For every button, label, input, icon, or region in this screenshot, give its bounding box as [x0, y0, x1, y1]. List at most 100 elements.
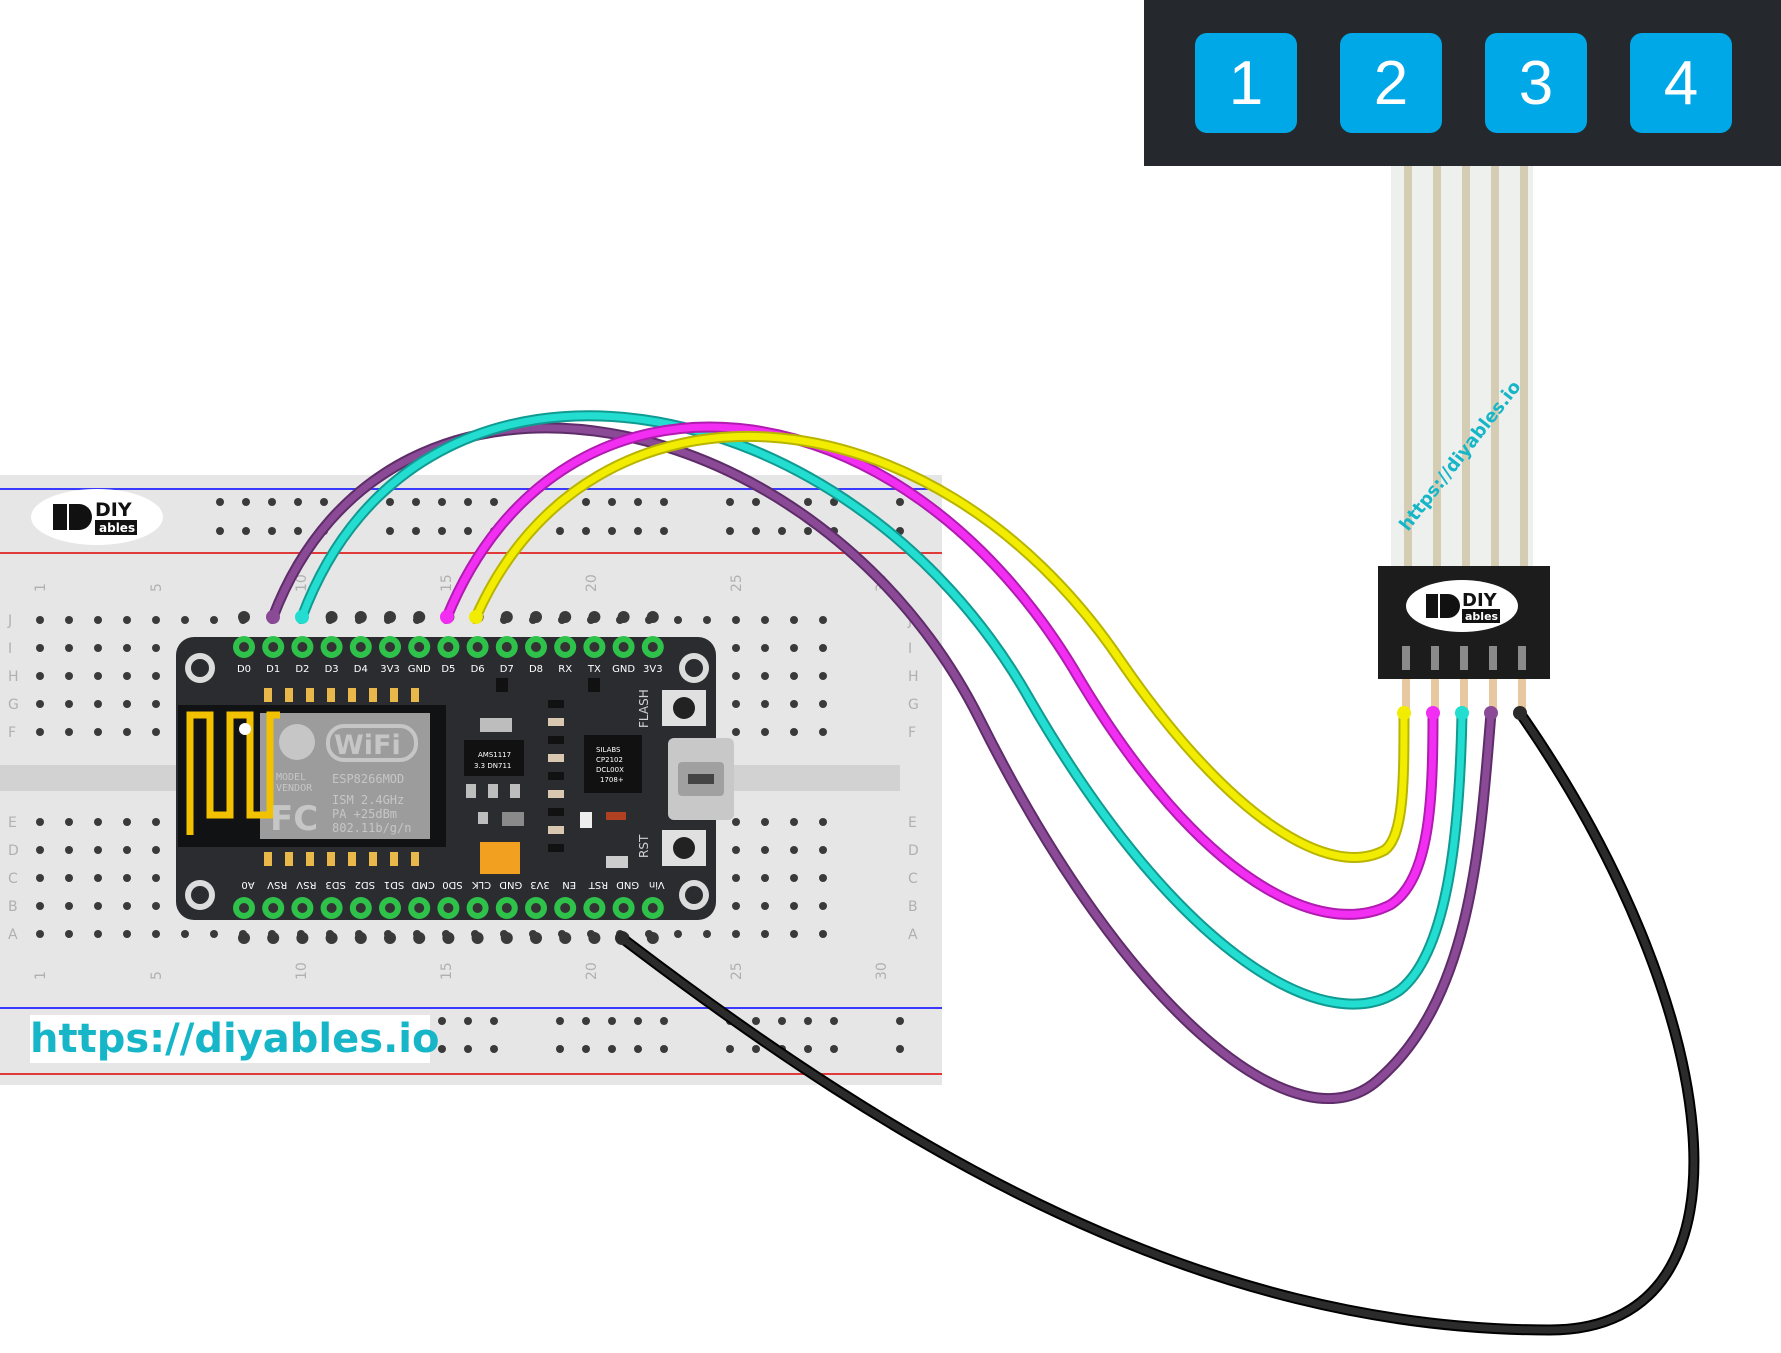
breadboard-hole: [123, 672, 131, 680]
rail-hole: [608, 1017, 616, 1025]
breadboard-hole: [674, 930, 682, 938]
rail-hole: [752, 1017, 760, 1025]
column-number: 10: [294, 574, 310, 592]
breadboard-hole: [819, 644, 827, 652]
logo-bottom-text: ables: [99, 521, 135, 535]
rail-hole: [438, 498, 446, 506]
breadboard-hole: [94, 930, 102, 938]
breadboard-hole: [790, 930, 798, 938]
module-pads: [264, 688, 419, 866]
breadboard-hole: [94, 616, 102, 624]
rail-hole: [608, 498, 616, 506]
pin-label: D8: [529, 664, 543, 675]
rail-hole: [804, 1017, 812, 1025]
pin-label: D0: [237, 664, 251, 675]
breadboard-hole: [210, 616, 218, 624]
pin-label: D7: [500, 664, 514, 675]
breadboard-hole: [181, 930, 189, 938]
breadboard-hole: [65, 728, 73, 736]
breadboard-hole: [36, 930, 44, 938]
pin-label: 3V3: [380, 664, 400, 675]
rail-hole: [438, 1017, 446, 1025]
breadboard-hole: [123, 874, 131, 882]
breadboard-hole: [761, 846, 769, 854]
rail-hole: [438, 1045, 446, 1053]
breadboard-hole: [761, 818, 769, 826]
rail-hole: [726, 527, 734, 535]
pin-label: A0: [241, 879, 254, 890]
breadboard-hole: [152, 700, 160, 708]
breadboard-hole: [819, 700, 827, 708]
breadboard-hole: [123, 616, 131, 624]
breadboard-hole: [761, 728, 769, 736]
wire-yellow: [472, 433, 1408, 861]
wire-black: [618, 709, 1698, 1334]
rail-hole: [634, 498, 642, 506]
breadboard-hole: [65, 818, 73, 826]
breadboard-hole: [65, 930, 73, 938]
breadboard-hole: [732, 616, 740, 624]
rail-hole: [268, 527, 276, 535]
keypad-key[interactable]: [1630, 33, 1732, 133]
breadboard-hole: [819, 616, 827, 624]
row-letter: E: [8, 815, 17, 831]
flash-label: FLASH: [637, 689, 651, 728]
row-letter: B: [908, 899, 918, 915]
pin-label: RST: [588, 879, 608, 890]
breadboard-hole: [819, 902, 827, 910]
rail-hole: [804, 1045, 812, 1053]
breadboard-hole: [819, 846, 827, 854]
breadboard-hole: [94, 728, 102, 736]
breadboard-hole: [732, 672, 740, 680]
keypad-key[interactable]: [1485, 33, 1587, 133]
usb-chip-line4: 1708+: [600, 776, 624, 784]
breadboard-hole: [790, 818, 798, 826]
breadboard-hole: [36, 616, 44, 624]
rail-hole: [464, 1045, 472, 1053]
usb-chip-line2: CP2102: [596, 756, 623, 764]
breadboard-hole: [732, 644, 740, 652]
rail-hole: [556, 527, 564, 535]
regulator-line1: AMS1117: [478, 751, 511, 759]
breadboard-hole: [36, 818, 44, 826]
rail-hole: [634, 1045, 642, 1053]
connector-logo-bottom: ables: [1465, 610, 1499, 623]
rail-hole: [320, 498, 328, 506]
pin-label: D6: [471, 664, 485, 675]
pin-label: D5: [441, 664, 455, 675]
rail-hole: [582, 1045, 590, 1053]
breadboard-hole: [790, 644, 798, 652]
logo-top-text: DIY: [95, 499, 132, 521]
rail-hole: [634, 527, 642, 535]
rail-hole: [556, 1045, 564, 1053]
diyables-url-label[interactable]: https://diyables.io: [30, 1015, 440, 1063]
rail-hole: [242, 498, 250, 506]
breadboard-hole: [152, 930, 160, 938]
column-number: 1: [33, 971, 49, 980]
breadboard-hole: [703, 616, 711, 624]
breadboard-hole: [152, 728, 160, 736]
breadboard-hole: [123, 846, 131, 854]
breadboard-hole: [732, 874, 740, 882]
pin-label: GND: [616, 879, 639, 890]
keypad-key[interactable]: [1195, 33, 1297, 133]
breadboard-hole: [65, 700, 73, 708]
vendor-label: VENDOR: [276, 783, 313, 794]
model-label: MODEL: [276, 772, 306, 783]
keypad-key-label: 1: [1229, 49, 1263, 118]
wire-cyan: [298, 412, 1466, 1008]
row-letter: C: [8, 871, 18, 887]
breadboard-hole: [94, 846, 102, 854]
breadboard-hole: [65, 902, 73, 910]
rail-hole: [660, 498, 668, 506]
rst-label: RST: [637, 834, 651, 858]
column-number: 1: [33, 583, 49, 592]
keypad-key[interactable]: [1340, 33, 1442, 133]
row-letter: H: [908, 669, 919, 685]
breadboard-hole: [152, 846, 160, 854]
keypad-key-label: 4: [1664, 49, 1698, 118]
breadboard-hole: [181, 616, 189, 624]
pin-label: SD2: [355, 879, 375, 890]
